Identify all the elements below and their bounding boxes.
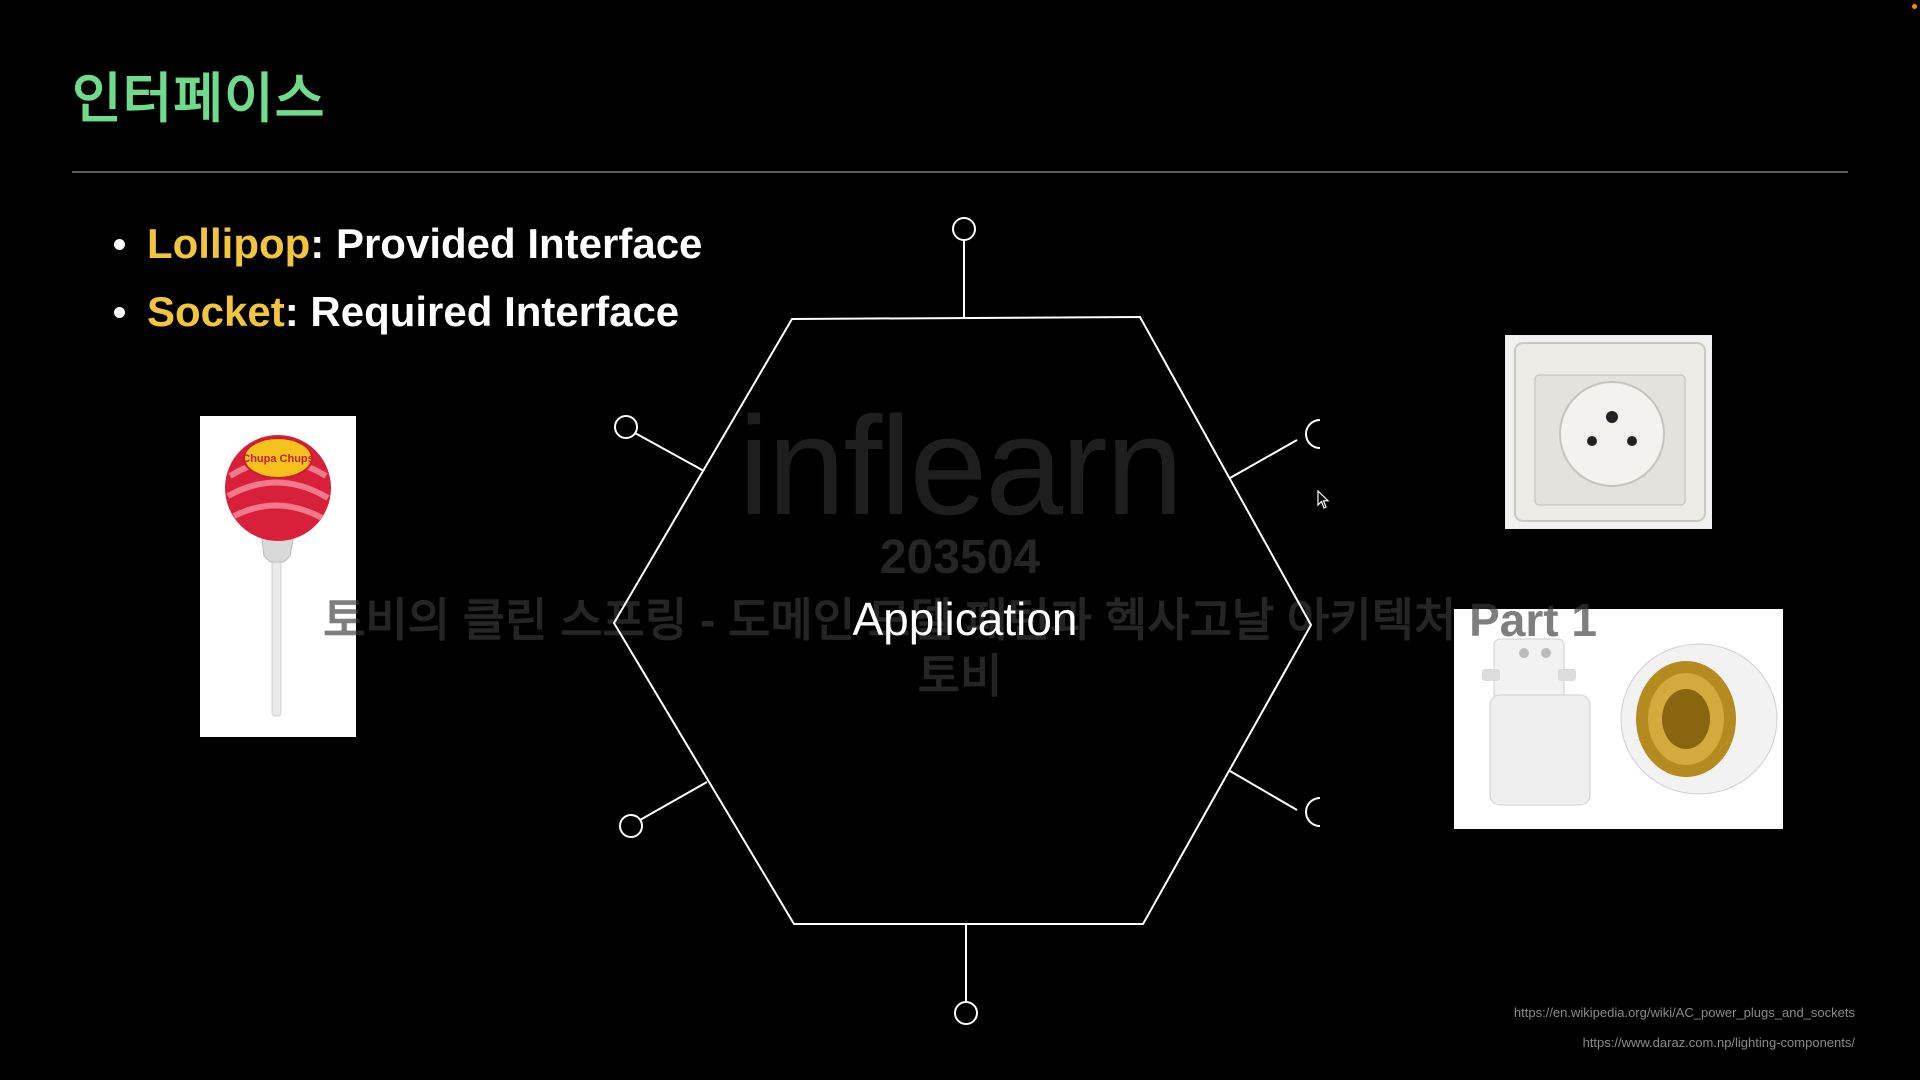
bullet-socket: Socket : Required Interface xyxy=(112,278,702,346)
mouse-cursor-icon xyxy=(1317,490,1330,509)
bulb-adapter-icon xyxy=(1482,638,1778,806)
application-label: Application xyxy=(852,593,1078,645)
wall-socket-photo xyxy=(1505,335,1712,529)
wall-socket-icon xyxy=(1514,342,1706,522)
bullet-list: Lollipop : Provided Interface Socket : R… xyxy=(112,210,702,346)
lollipop-upper-left xyxy=(614,415,705,472)
bullet-dot-icon xyxy=(114,306,125,318)
watermark-id: 203504 xyxy=(879,531,1041,584)
socket-upper-right xyxy=(1229,419,1321,479)
watermark-logo: inflearn xyxy=(738,387,1183,544)
source-link-wikipedia[interactable]: https://en.wikipedia.org/wiki/AC_power_p… xyxy=(1513,1005,1855,1020)
bullet-keyword: Lollipop xyxy=(147,220,311,267)
bullet-lollipop: Lollipop : Provided Interface xyxy=(112,210,702,278)
watermark-author: 토비 xyxy=(917,650,1003,702)
bullet-dot-icon xyxy=(114,238,125,250)
bullet-text: : Provided Interface xyxy=(310,220,703,267)
lollipop-bottom xyxy=(954,924,978,1025)
bulb-adapter-photo xyxy=(1454,609,1783,829)
lollipop-icon: Chupa Chups xyxy=(225,435,331,717)
lollipop-top xyxy=(952,217,976,318)
title-divider xyxy=(72,171,1848,173)
watermark-course: 토비의 클린 스프링 - 도메인 모델 패턴과 헥사고날 아키텍처 Part 1 xyxy=(323,594,1597,646)
lollipop-lower-left xyxy=(619,781,708,838)
socket-lower-right xyxy=(1229,770,1321,827)
application-hexagon xyxy=(612,315,1313,925)
bullet-keyword: Socket xyxy=(147,288,285,335)
lollipop-brand: Chupa Chups xyxy=(242,453,314,465)
slide-title: 인터페이스 xyxy=(72,67,326,130)
lollipop-photo: Chupa Chups xyxy=(200,416,356,737)
source-link-daraz[interactable]: https://www.daraz.com.np/lighting-compon… xyxy=(1582,1035,1855,1050)
bullet-text: : Required Interface xyxy=(284,288,680,335)
recording-indicator-icon xyxy=(1912,4,1917,9)
